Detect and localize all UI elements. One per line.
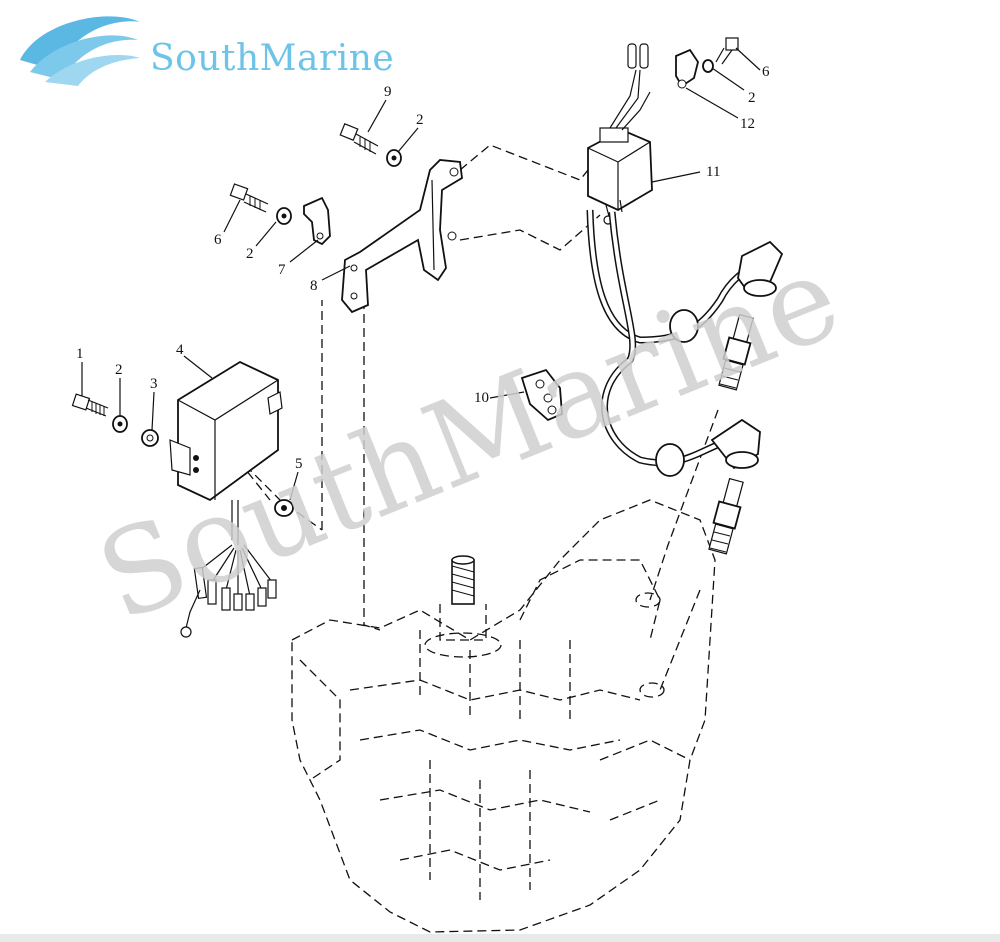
high-tension-leads <box>586 209 784 477</box>
brand-logo-text: SouthMarine <box>150 38 395 79</box>
callout-10: 10 <box>474 390 489 406</box>
spark-plug-upper <box>718 313 754 391</box>
bolt-9 <box>339 123 379 155</box>
bottom-edge <box>0 934 1000 942</box>
washer-2d <box>702 59 714 73</box>
grommet-3 <box>141 429 159 447</box>
clip-7 <box>303 196 331 246</box>
callout-5: 5 <box>295 456 303 472</box>
callout-8: 8 <box>310 278 318 294</box>
callout-4: 4 <box>176 342 184 358</box>
callout-11: 11 <box>706 164 720 180</box>
clip-12 <box>675 48 699 89</box>
callout-2-left: 2 <box>246 246 254 262</box>
ignition-coil-11 <box>587 43 653 225</box>
callout-3: 3 <box>150 376 158 392</box>
callout-2-top: 2 <box>748 90 756 106</box>
lead-holder-10 <box>520 368 563 422</box>
washer-2c <box>386 149 402 167</box>
callout-1: 1 <box>76 346 84 362</box>
washer-2a <box>112 415 128 433</box>
callout-6-top: 6 <box>762 64 770 80</box>
callout-6-left: 6 <box>214 232 222 248</box>
callout-numbers: 1 2 3 4 5 6 2 7 8 9 2 10 11 12 2 6 <box>76 64 770 472</box>
bolt-6a <box>229 183 269 213</box>
callout-2-washer: 2 <box>115 362 123 378</box>
callout-9: 9 <box>384 84 392 100</box>
cdi-unit <box>169 360 283 638</box>
bolt-1 <box>71 393 109 417</box>
callout-12: 12 <box>740 116 755 132</box>
bolt-6b <box>715 37 739 65</box>
collar-5 <box>274 499 294 517</box>
callout-7: 7 <box>278 262 286 278</box>
bracket-8 <box>341 159 463 314</box>
callout-lines <box>81 47 761 501</box>
engine-block <box>291 499 716 933</box>
logo-wave-icon <box>20 16 140 86</box>
callout-2-upper: 2 <box>416 112 424 128</box>
washer-2b <box>276 207 292 225</box>
spark-plug-lower <box>708 477 744 555</box>
